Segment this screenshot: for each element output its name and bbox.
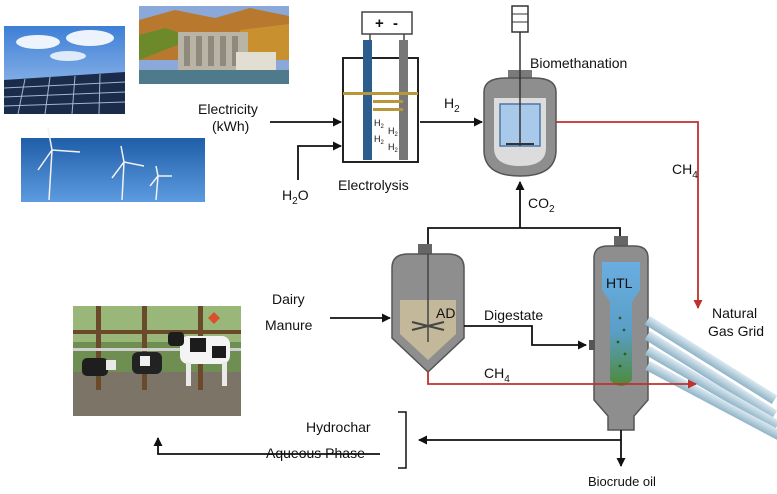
kwh-label: (kWh) xyxy=(212,118,249,134)
cell-h2-3: H2 xyxy=(374,134,385,146)
digestate-label: Digestate xyxy=(484,307,543,323)
cell-h2-4: H2 xyxy=(388,142,399,154)
minus-sign: - xyxy=(393,15,398,32)
htl-reactor xyxy=(589,236,649,431)
h2-label: H2 xyxy=(444,95,460,115)
htl-label: HTL xyxy=(606,275,633,291)
cow-shapes xyxy=(82,332,230,386)
dairy-barn-photo xyxy=(73,306,241,416)
cell-h2-2: H2 xyxy=(388,126,399,138)
biomethanation-label: Biomethanation xyxy=(530,55,627,71)
digestate-arrow xyxy=(464,325,587,350)
solar-panel-photo xyxy=(3,26,126,115)
plus-sign: + xyxy=(375,15,384,32)
arrows xyxy=(153,117,626,467)
cell-h2-1: H2 xyxy=(374,118,385,130)
hydrochar-label: Hydrochar xyxy=(306,419,371,435)
ch4-grid-arrow xyxy=(556,121,703,309)
anaerobic-digester xyxy=(391,244,465,374)
aqueous-label: Aqueous Phase xyxy=(266,445,365,461)
ch4-ad-arrow xyxy=(427,372,697,389)
dairy-label: Dairy xyxy=(272,291,305,307)
bracket xyxy=(398,411,407,469)
biocrude-label: Biocrude oil xyxy=(588,474,656,489)
natural-label: Natural xyxy=(712,305,757,321)
wind-turbine-photo xyxy=(21,127,205,202)
manure-label: Manure xyxy=(265,317,313,333)
water-arrow xyxy=(297,141,342,180)
ad-label: AD xyxy=(436,305,455,321)
gas-pipes xyxy=(644,315,777,441)
ch4-top-label: CH4 xyxy=(672,161,698,181)
h2o-label: H2O xyxy=(282,187,309,207)
ch4-bottom-label: CH4 xyxy=(484,365,510,385)
co2-line xyxy=(427,227,621,244)
methane-arrows xyxy=(427,121,703,389)
gas-grid-label: Gas Grid xyxy=(708,323,764,339)
return-arrow xyxy=(153,437,380,455)
biomethanation-reactor xyxy=(483,5,557,177)
electricity-label: Electricity xyxy=(198,101,258,117)
co2-label: CO2 xyxy=(528,195,555,215)
electrolysis-label: Electrolysis xyxy=(338,177,409,193)
hydro-dam-photo xyxy=(139,6,289,84)
electrolysis-cell: + - H2 H2 H2 H2 xyxy=(342,11,419,163)
